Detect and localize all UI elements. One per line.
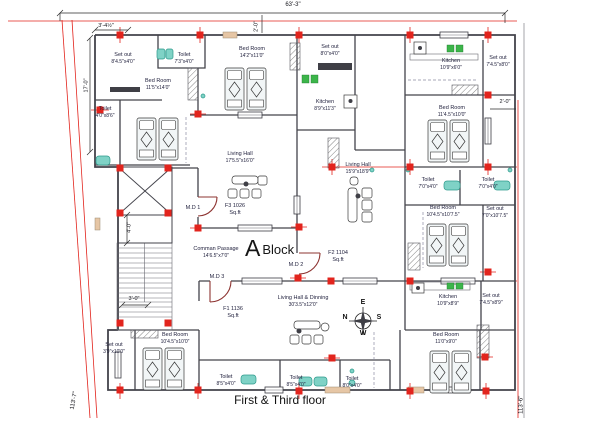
hatched-shafts [130, 42, 490, 359]
drawing-title: First & Third floor [234, 393, 326, 407]
living-room-furniture [227, 175, 373, 345]
door-label-md2: M.D 2 [288, 262, 304, 268]
dim-gap-right: 2'-0" [499, 99, 511, 105]
dim-top-width: 63'-3" [285, 2, 301, 8]
kitchen-fittings [110, 41, 479, 294]
lift-shaft [117, 166, 173, 244]
dim-stair-landing: 3'-0" [128, 296, 140, 302]
dim-left-height: 17'-0" [83, 78, 90, 93]
compass-south-label: S [376, 314, 382, 321]
compass-rose [349, 307, 377, 335]
door-label-md3: M.D 3 [209, 274, 225, 280]
door-label-md1: M.D 1 [185, 205, 201, 211]
dashed-lines [185, 79, 478, 388]
dim-gap-top: 2'-0" [253, 20, 260, 32]
dimension-lines [56, 9, 516, 309]
compass-west-label: W [359, 330, 367, 337]
toilet-fixtures [95, 48, 513, 387]
compass-north-label: N [342, 314, 348, 321]
compass-east-label: E [360, 299, 366, 306]
dim-site-right: 113'-6" [518, 395, 525, 414]
dim-offset-top-left: 3'-4½" [98, 23, 114, 29]
columns [96, 31, 492, 395]
staircase [116, 242, 173, 331]
main-door-swings [197, 196, 321, 303]
block-label: A Block [245, 235, 295, 261]
dim-stair-width: 4'-0" [126, 221, 133, 233]
